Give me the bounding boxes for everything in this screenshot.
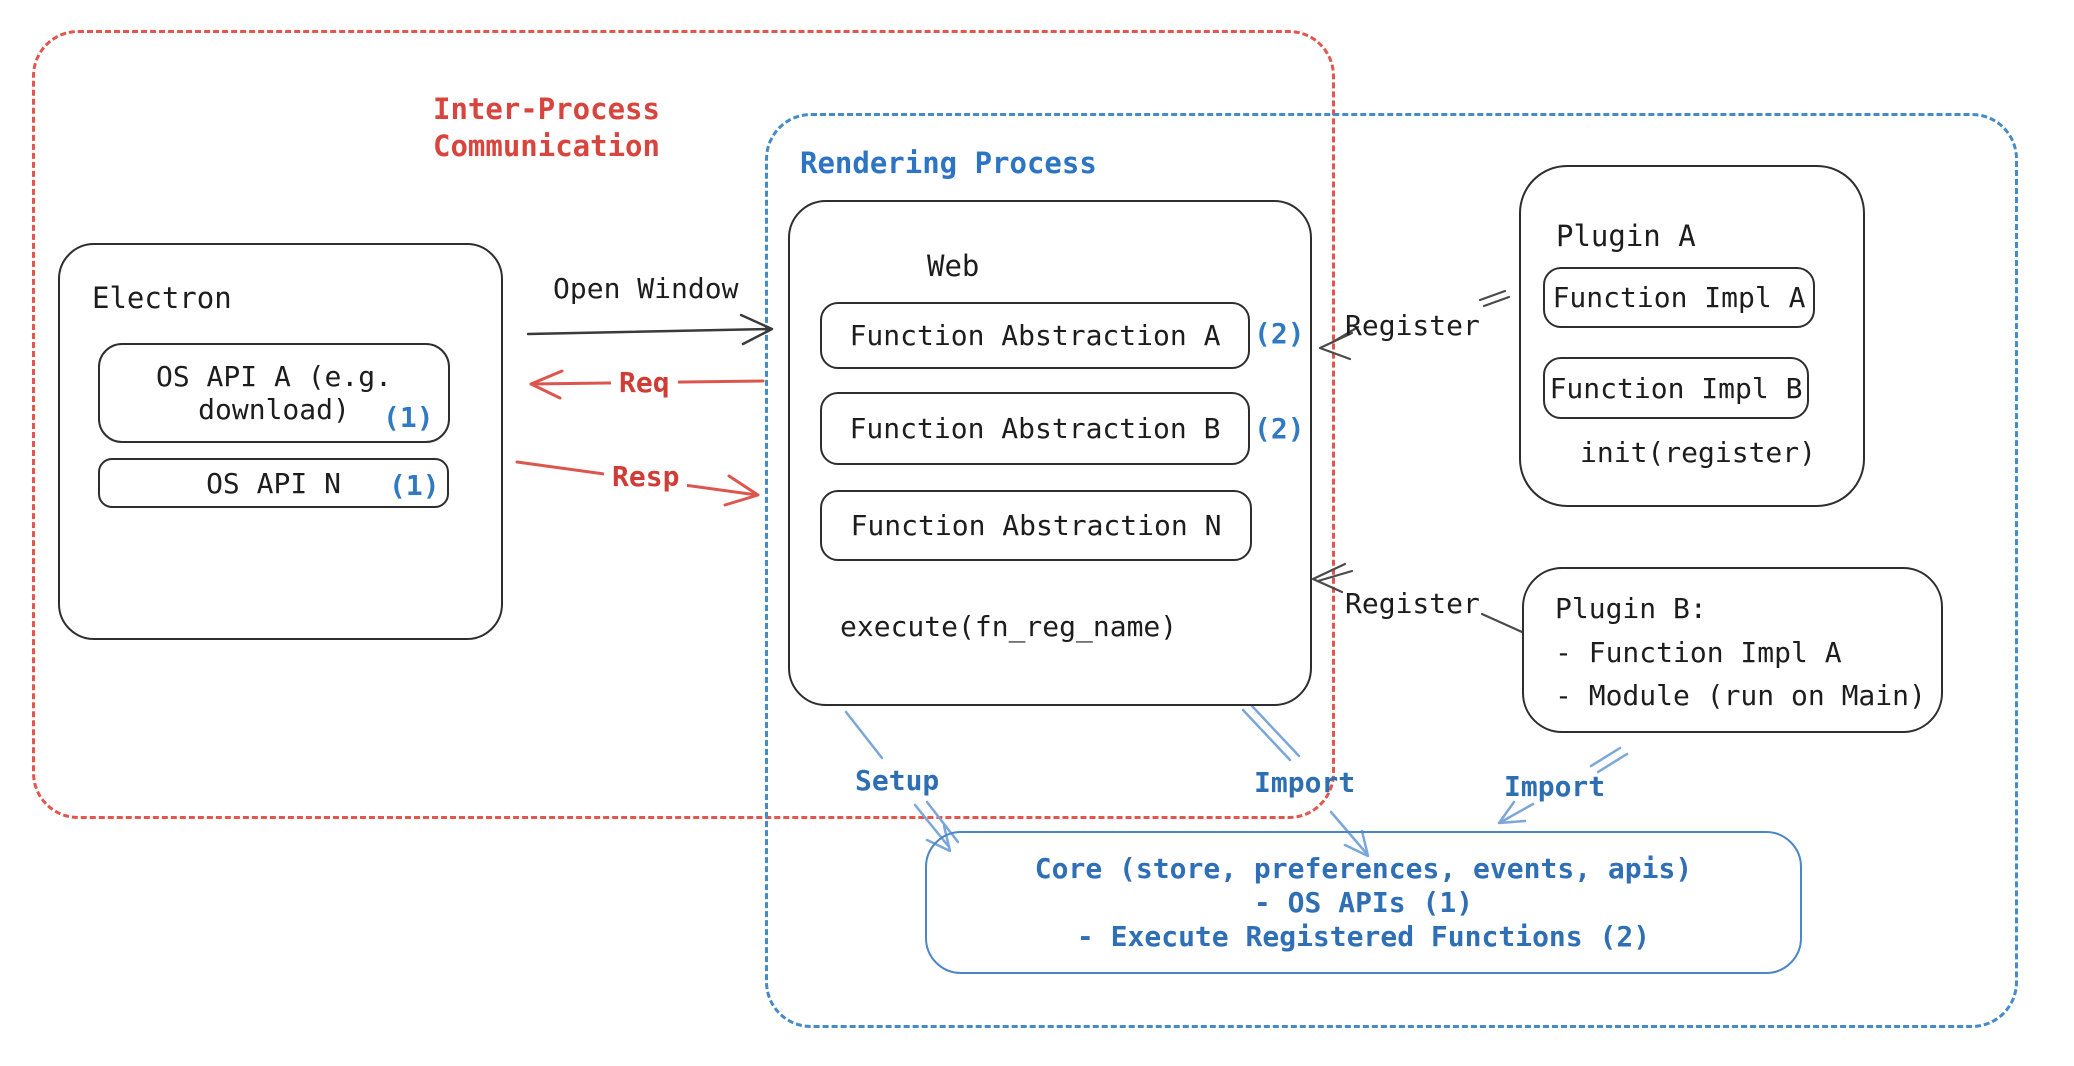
setup-label: Setup xyxy=(855,764,940,797)
open-window-arrow xyxy=(526,327,772,336)
function-impl-b-box: Function Impl B xyxy=(1543,357,1809,419)
function-abstraction-n-label: Function Abstraction N xyxy=(850,509,1222,542)
plugin-b-title: Plugin B: xyxy=(1555,592,1707,625)
core-line: Core (store, preferences, events, apis) xyxy=(1034,851,1693,885)
import-label: Import xyxy=(1254,766,1356,799)
function-abstraction-n-box: Function Abstraction N xyxy=(820,490,1252,561)
resp-arrowhead-icon xyxy=(723,474,760,507)
plugin-a-title: Plugin A xyxy=(1556,219,1696,253)
electron-title: Electron xyxy=(92,281,232,315)
function-abstraction-b-label: Function Abstraction B xyxy=(849,412,1221,445)
register-bottom-label: Register xyxy=(1345,587,1480,620)
rendering-process-boundary-box xyxy=(765,113,2018,1028)
os-api-a-badge: (1) xyxy=(383,401,434,434)
function-impl-a-label: Function Impl A xyxy=(1552,281,1806,314)
core-line: - Execute Registered Functions (2) xyxy=(1076,919,1651,953)
import-right-arrow xyxy=(1499,802,1535,824)
function-impl-b-label: Function Impl B xyxy=(1549,371,1803,405)
plugin-b-item: - Function Impl A xyxy=(1555,636,1842,669)
plugin-b-item: - Module (run on Main) xyxy=(1555,679,1926,712)
ipc-label-line2: Communication xyxy=(433,129,660,163)
import-mid-arrowhead-icon xyxy=(1343,829,1370,858)
resp-label: Resp xyxy=(604,460,688,494)
req-arrowhead-icon xyxy=(529,369,564,400)
init-register-label: init(register) xyxy=(1580,436,1817,469)
os-api-a-line2: download) xyxy=(198,393,350,426)
electron-box xyxy=(58,243,503,640)
function-abstraction-a-badge: (2) xyxy=(1254,317,1305,350)
import-mid-line xyxy=(1241,704,1301,762)
function-abstraction-a-box: Function Abstraction A xyxy=(820,302,1250,369)
import-right-tick-icon xyxy=(1589,746,1629,774)
os-api-n-badge: (1) xyxy=(389,469,440,502)
register-top-tick-icon xyxy=(1478,289,1511,308)
register-bottom-connector-line xyxy=(1480,612,1524,634)
os-api-a-box: OS API A (e.g. download) (1) xyxy=(98,343,450,443)
core-line: - OS APIs (1) xyxy=(1253,885,1474,919)
import-label: Import xyxy=(1504,770,1606,803)
import-mid-arrow xyxy=(1329,810,1369,856)
ipc-label-line1: Inter-Process xyxy=(433,92,660,126)
os-api-n-box: OS API N (1) xyxy=(98,458,449,508)
register-top-arrowhead-icon xyxy=(1318,331,1354,361)
open-window-label: Open Window xyxy=(553,272,739,305)
plugin-a-box xyxy=(1519,165,1865,507)
function-impl-a-box: Function Impl A xyxy=(1543,267,1815,328)
setup-line xyxy=(844,710,884,760)
core-box: Core (store, preferences, events, apis) … xyxy=(925,831,1802,974)
function-abstraction-a-label: Function Abstraction A xyxy=(849,319,1221,352)
os-api-n-label: OS API N xyxy=(206,466,341,500)
import-right-arrowhead-icon xyxy=(1497,800,1527,825)
req-label: Req xyxy=(611,366,678,400)
os-api-a-line1: OS API A (e.g. xyxy=(155,360,392,393)
rendering-process-label: Rendering Process xyxy=(800,146,1097,180)
web-box xyxy=(788,200,1312,706)
open-window-arrowhead-icon xyxy=(739,313,774,346)
register-top-label: Register xyxy=(1345,309,1480,342)
function-abstraction-b-badge: (2) xyxy=(1254,412,1305,445)
function-abstraction-b-box: Function Abstraction B xyxy=(820,392,1250,465)
ipc-boundary-box xyxy=(32,30,1335,819)
plugin-b-box xyxy=(1522,567,1943,733)
register-bottom-arrowhead-icon xyxy=(1311,562,1354,594)
execute-label: execute(fn_reg_name) xyxy=(840,610,1178,643)
web-title: Web xyxy=(927,249,980,283)
